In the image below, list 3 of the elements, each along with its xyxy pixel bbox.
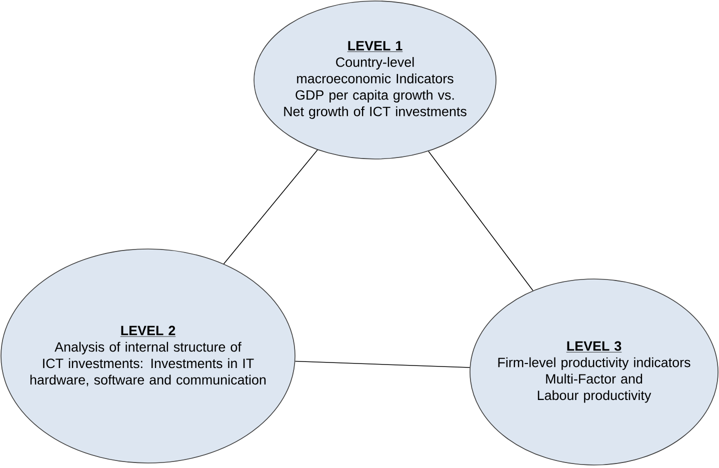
- connector-line: [294, 360, 470, 368]
- connector-line: [428, 150, 534, 292]
- connector-line: [223, 150, 318, 264]
